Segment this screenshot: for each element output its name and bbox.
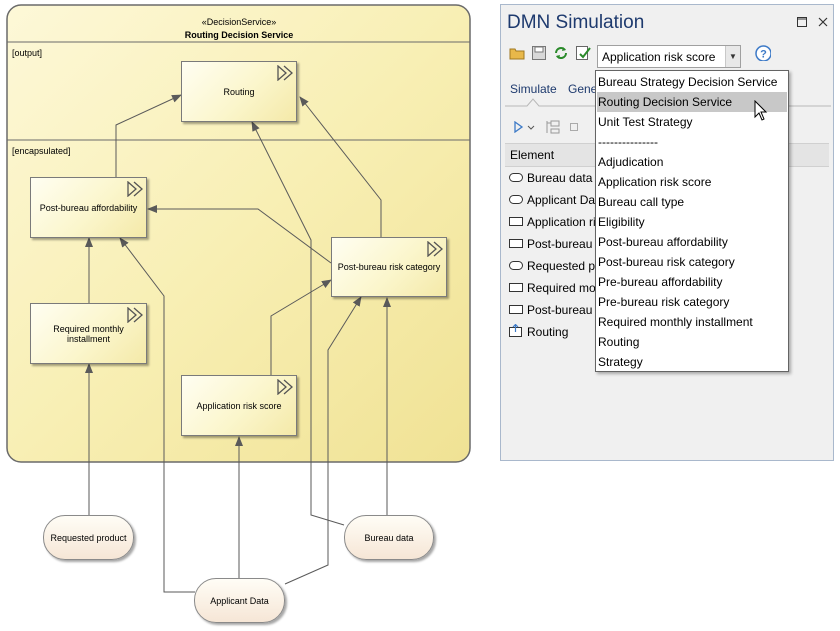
dropdown-option[interactable]: Required monthly installment: [597, 312, 787, 332]
list-item-label: Required mo: [527, 281, 596, 295]
decision-risk-label: Post-bureau risk category: [337, 262, 441, 272]
dropdown-option-label: Routing: [598, 335, 640, 349]
simulation-target-dropdown: Bureau Strategy Decision Service Routing…: [595, 70, 789, 372]
dropdown-option-label: Pre-bureau affordability: [598, 275, 723, 289]
list-item-label: Applicant Dat: [527, 193, 599, 207]
connector-bureau-to-routing[interactable]: [251, 121, 345, 526]
service-name: Routing Decision Service: [184, 30, 294, 40]
list-item-label: Post-bureau: [527, 303, 593, 317]
connector-risk-to-routing[interactable]: [299, 96, 382, 237]
dropdown-option-label: Bureau Strategy Decision Service: [598, 75, 778, 89]
run-icon[interactable]: [514, 121, 536, 133]
chevron-down-icon[interactable]: ▼: [725, 46, 740, 67]
step-icon[interactable]: [545, 119, 561, 135]
decision-affordability-label: Post-bureau affordability: [39, 202, 138, 213]
validate-icon[interactable]: [575, 45, 591, 61]
dropdown-option[interactable]: Application risk score: [597, 172, 787, 192]
dropdown-separator-label: ---------------: [598, 135, 658, 149]
svg-text:?: ?: [760, 49, 767, 61]
dropdown-option-label: Eligibility: [598, 215, 645, 229]
service-call-icon: [277, 65, 293, 81]
save-icon[interactable]: [531, 45, 547, 61]
dropdown-option-selected[interactable]: Routing Decision Service: [597, 92, 787, 112]
window-title: DMN Simulation: [507, 12, 645, 33]
maximize-icon[interactable]: [797, 17, 807, 27]
mouse-cursor-icon: [754, 100, 768, 121]
decision-required-monthly-installment[interactable]: Required monthly installment: [30, 303, 147, 364]
list-item-label: Routing: [527, 325, 569, 339]
decision-score-label: Application risk score: [196, 400, 282, 411]
service-stereotype: «DecisionService»: [201, 17, 277, 27]
dropdown-option-label: Post-bureau affordability: [598, 235, 728, 249]
decision-post-bureau-risk-category[interactable]: Post-bureau risk category: [331, 237, 447, 297]
input-bureau-data[interactable]: Bureau data: [344, 515, 434, 560]
dropdown-option-label: Required monthly installment: [598, 315, 753, 329]
decision-routing-label: Routing: [223, 86, 255, 97]
simulation-target-combo[interactable]: Application risk score ▼: [597, 45, 741, 68]
dropdown-option-label: Adjudication: [598, 155, 664, 169]
service-call-icon: [127, 181, 143, 197]
connector-affordability-to-routing[interactable]: [115, 94, 182, 178]
dropdown-option-label: Bureau call type: [598, 195, 685, 209]
decision-icon: [509, 305, 523, 314]
combo-value: Application risk score: [602, 50, 716, 64]
service-call-icon: [127, 307, 143, 323]
dropdown-option[interactable]: Strategy: [597, 352, 787, 372]
input-data-icon: [509, 195, 523, 204]
dropdown-separator: ---------------: [597, 132, 787, 152]
element-header-label: Element: [510, 148, 555, 162]
list-item-label: Application ri: [527, 215, 596, 229]
service-call-icon: [277, 379, 293, 395]
decision-icon: [509, 283, 523, 292]
dropdown-option[interactable]: Eligibility: [597, 212, 787, 232]
dropdown-option-label: Pre-bureau risk category: [598, 295, 730, 309]
dropdown-option[interactable]: Post-bureau risk category: [597, 252, 787, 272]
dropdown-option-label: Routing Decision Service: [598, 95, 733, 109]
input-data-icon: [509, 261, 523, 270]
decision-icon: [509, 217, 523, 226]
dropdown-option-label: Strategy: [598, 355, 643, 369]
decision-installment-label: Required monthly installment: [53, 323, 124, 344]
list-item-label: Requested pr: [527, 259, 600, 273]
encapsulated-partition-label: [encapsulated]: [12, 146, 71, 156]
tab-simulate[interactable]: Simulate: [510, 82, 557, 96]
connector-applicant-to-risk[interactable]: [284, 296, 362, 585]
tab-generate[interactable]: Gene: [568, 82, 598, 96]
dropdown-option[interactable]: Adjudication: [597, 152, 787, 172]
service-call-icon: [427, 241, 443, 257]
dropdown-option-label: Unit Test Strategy: [598, 115, 693, 129]
dropdown-option[interactable]: Bureau call type: [597, 192, 787, 212]
dropdown-option[interactable]: Pre-bureau risk category: [597, 292, 787, 312]
dropdown-option-label: Post-bureau risk category: [598, 255, 735, 269]
close-icon[interactable]: [818, 17, 828, 27]
stop-icon[interactable]: [569, 122, 579, 132]
decision-application-risk-score[interactable]: Application risk score: [181, 375, 297, 436]
output-partition-label: [output]: [12, 48, 43, 58]
help-icon[interactable]: ?: [755, 45, 771, 61]
refresh-icon[interactable]: [553, 45, 569, 61]
dropdown-option-label: Application risk score: [598, 175, 712, 189]
dropdown-option[interactable]: Routing: [597, 332, 787, 352]
dropdown-option[interactable]: Post-bureau affordability: [597, 232, 787, 252]
connector-risk-to-affordability[interactable]: [147, 205, 332, 264]
dropdown-option[interactable]: Unit Test Strategy: [597, 112, 787, 132]
list-item-label: Bureau data: [527, 171, 593, 185]
decision-icon: [509, 239, 523, 248]
input-applicant-data[interactable]: Applicant Data: [194, 578, 285, 623]
list-item-label: Post-bureau: [527, 237, 593, 251]
dropdown-option[interactable]: Pre-bureau affordability: [597, 272, 787, 292]
input-data-icon: [509, 173, 523, 182]
connector-applicant-to-affordability[interactable]: [119, 237, 195, 593]
input-requested-product[interactable]: Requested product: [43, 515, 134, 560]
open-folder-icon[interactable]: [509, 45, 525, 61]
dropdown-option[interactable]: Bureau Strategy Decision Service: [597, 72, 787, 92]
decision-routing[interactable]: Routing: [181, 61, 297, 122]
output-decision-icon: [509, 324, 522, 337]
decision-post-bureau-affordability[interactable]: Post-bureau affordability: [30, 177, 147, 238]
